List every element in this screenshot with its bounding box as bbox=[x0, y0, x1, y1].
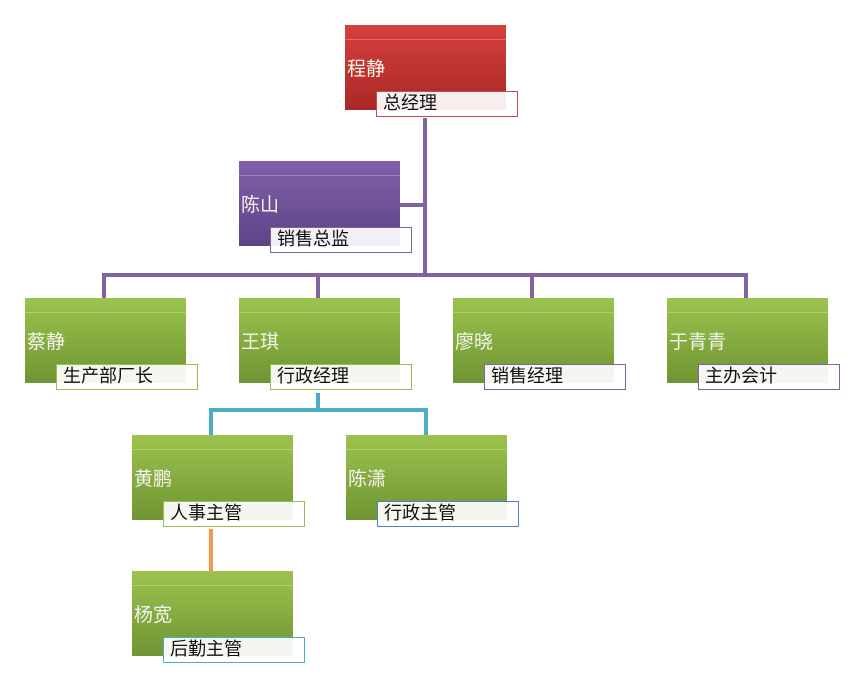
connector-admin-horizontal bbox=[209, 408, 428, 412]
node-title: 销售总监 bbox=[270, 227, 412, 253]
org-node-sales-director[interactable]: 陈山 销售总监 bbox=[239, 161, 412, 253]
org-node-production-manager[interactable]: 蔡静 生产部厂长 bbox=[25, 298, 198, 390]
node-name: 廖晓 bbox=[455, 331, 494, 353]
node-title: 销售经理 bbox=[484, 364, 626, 390]
org-node-admin-manager[interactable]: 王琪 行政经理 bbox=[239, 298, 412, 390]
org-node-general-manager[interactable]: 程静 总经理 bbox=[345, 25, 518, 117]
node-title: 总经理 bbox=[376, 91, 518, 117]
connector-row-horizontal bbox=[102, 273, 748, 277]
node-name: 王琪 bbox=[241, 331, 280, 353]
connector-drop bbox=[424, 408, 428, 435]
node-name: 于青青 bbox=[669, 331, 727, 353]
node-title: 行政主管 bbox=[377, 501, 519, 527]
org-node-admin-supervisor[interactable]: 陈潇 行政主管 bbox=[346, 435, 519, 527]
connector-sales-director bbox=[400, 203, 425, 207]
node-name: 蔡静 bbox=[27, 331, 66, 353]
node-title: 行政经理 bbox=[270, 364, 412, 390]
connector-hr bbox=[209, 529, 213, 571]
connector-drop bbox=[102, 273, 106, 298]
node-title: 生产部厂长 bbox=[56, 364, 198, 390]
connector-admin-vertical bbox=[316, 393, 320, 412]
node-name: 程静 bbox=[347, 58, 386, 80]
connector-main-vertical bbox=[423, 118, 427, 277]
node-name: 黄鹏 bbox=[134, 468, 173, 490]
connector-drop bbox=[530, 273, 534, 298]
connector-drop bbox=[209, 408, 213, 435]
node-name: 杨宽 bbox=[134, 604, 173, 626]
node-name: 陈山 bbox=[241, 194, 280, 216]
org-node-sales-manager[interactable]: 廖晓 销售经理 bbox=[453, 298, 626, 390]
org-node-accountant[interactable]: 于青青 主办会计 bbox=[667, 298, 840, 390]
node-title: 人事主管 bbox=[163, 501, 305, 527]
connector-drop bbox=[744, 273, 748, 298]
org-node-logistics-supervisor[interactable]: 杨宽 后勤主管 bbox=[132, 571, 305, 663]
org-node-hr-supervisor[interactable]: 黄鹏 人事主管 bbox=[132, 435, 305, 527]
connector-drop bbox=[316, 273, 320, 298]
node-title: 后勤主管 bbox=[163, 637, 305, 663]
node-title: 主办会计 bbox=[698, 364, 840, 390]
node-name: 陈潇 bbox=[348, 468, 387, 490]
